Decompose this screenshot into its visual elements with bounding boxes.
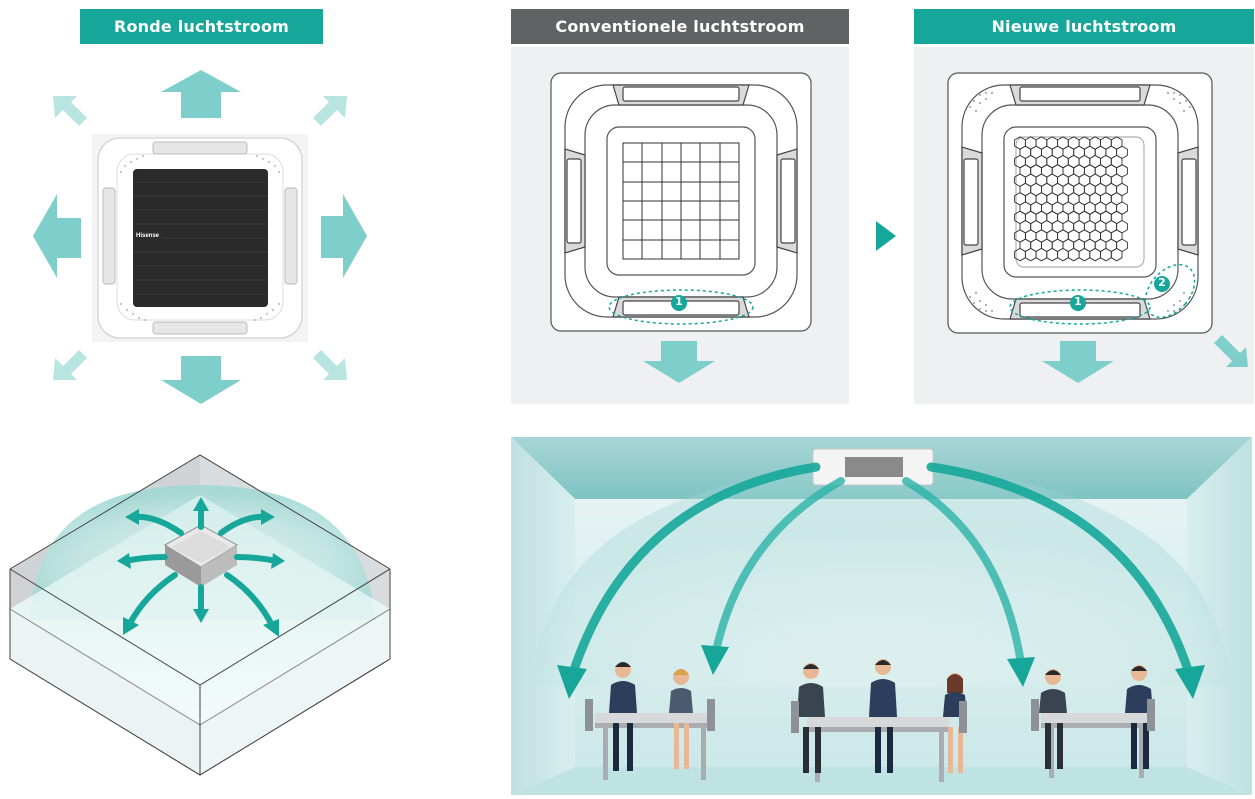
cassette-block [164, 524, 238, 587]
arrow-up-icon [161, 70, 241, 118]
diagonal-airflow-icon [1214, 335, 1248, 367]
arrow-down-right-icon [313, 350, 347, 380]
marker-one-label: 1 [675, 295, 683, 308]
downward-airflow-icon [643, 341, 715, 383]
play-arrow-icon [876, 221, 896, 251]
arrow-left-icon [33, 194, 81, 278]
square-grille [622, 142, 740, 260]
arrow-down-icon [161, 356, 241, 404]
vane-highlight [1009, 289, 1151, 325]
new-airflow-label: Nieuwe luchtstroom [914, 9, 1254, 44]
conventional-cassette-drawing [550, 72, 812, 383]
meeting-room-scene [511, 437, 1252, 795]
vane-highlight [608, 289, 754, 325]
arrow-up-left-icon [53, 96, 87, 126]
cassette-photo [92, 134, 308, 342]
hexagonal-grille [1015, 136, 1145, 268]
round-airflow-label: Ronde luchtstroom [80, 9, 323, 44]
brand-logo: Hisense [136, 233, 160, 239]
hex-cell [1110, 247, 1123, 262]
conventional-airflow-label: Conventionele luchtstroom [511, 9, 849, 44]
corner-vents [969, 92, 1191, 312]
diagonal-arrows [53, 96, 347, 380]
marker-one-label: 1 [1074, 295, 1082, 308]
room-airflow-arrows [568, 462, 1194, 678]
arrow-down-left-icon [53, 350, 87, 380]
new-cassette-drawing [947, 72, 1248, 383]
marker-two [1154, 276, 1170, 292]
arrow-up-right-icon [313, 96, 347, 126]
arrow-right-icon [321, 194, 367, 278]
chairs [585, 699, 1155, 733]
room-airflow-3d-diagram [9, 454, 391, 776]
corner-highlight [1144, 263, 1196, 319]
marker-one [1070, 295, 1086, 311]
marker-two-label: 2 [1158, 276, 1166, 289]
round-airflow-diagram [33, 70, 367, 404]
downward-airflow-icon [1042, 341, 1114, 383]
ceiling-cassette [812, 448, 934, 486]
airflow-arrows [33, 70, 367, 404]
marker-one [671, 295, 687, 311]
meeting-people [609, 659, 1153, 773]
